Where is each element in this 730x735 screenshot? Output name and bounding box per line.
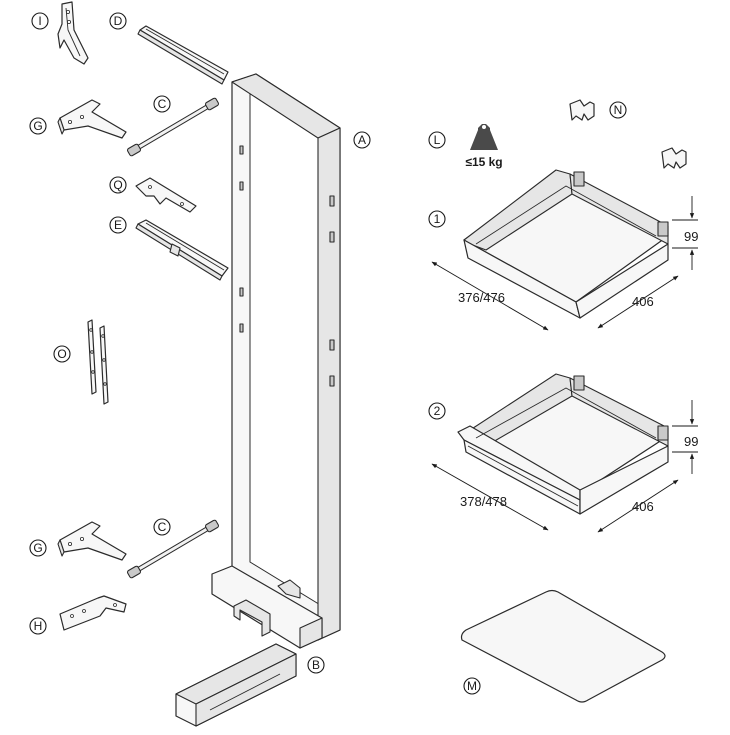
weight-icon xyxy=(470,124,498,150)
part-m-mat xyxy=(460,589,666,703)
label-a-text: A xyxy=(358,133,366,147)
label-g-upper: G xyxy=(29,117,47,135)
label-g-lower-text: G xyxy=(33,541,42,555)
label-h: H xyxy=(29,617,47,635)
part-o-strips xyxy=(87,319,109,405)
part-g-bracket-upper xyxy=(57,99,127,139)
tray-1-depth: 406 xyxy=(632,294,654,309)
weight-limit-text: ≤15 kg xyxy=(465,155,502,169)
label-c-lower: C xyxy=(153,518,171,536)
label-i: I xyxy=(31,12,49,30)
label-m-text: M xyxy=(467,679,477,693)
label-q: Q xyxy=(109,176,127,194)
label-c-upper: C xyxy=(153,95,171,113)
label-o-text: O xyxy=(57,347,66,361)
label-1: 1 xyxy=(428,210,446,228)
label-o: O xyxy=(53,345,71,363)
part-g-bracket-lower xyxy=(57,521,127,561)
part-c-strut-upper xyxy=(126,97,220,157)
tray-2-height: 99 xyxy=(684,434,698,449)
part-h-bracket xyxy=(59,595,127,631)
part-q-plate xyxy=(135,177,197,213)
label-g-upper-text: G xyxy=(33,119,42,133)
label-d-text: D xyxy=(114,14,123,28)
part-d-rail xyxy=(137,25,229,85)
part-i-hinge-bracket xyxy=(57,1,89,65)
label-c-lower-text: C xyxy=(158,520,167,534)
tray-1-height: 99 xyxy=(684,229,698,244)
label-2: 2 xyxy=(428,402,446,420)
tray-2-width: 378/478 xyxy=(460,494,507,509)
label-l-text: L xyxy=(434,133,441,147)
label-b: B xyxy=(307,656,325,674)
part-l-weight: ≤15 kg xyxy=(465,124,503,169)
label-d: D xyxy=(109,12,127,30)
label-1-text: 1 xyxy=(434,212,441,226)
tray-2-dimensions: 378/478 406 99 xyxy=(431,400,698,533)
label-e-text: E xyxy=(114,218,122,232)
tray-2 xyxy=(457,373,669,515)
label-a: A xyxy=(353,131,371,149)
label-n: N xyxy=(609,101,627,119)
part-b-damper xyxy=(175,643,297,727)
label-h-text: H xyxy=(34,619,43,633)
part-a-frame xyxy=(211,73,341,649)
label-2-text: 2 xyxy=(434,404,441,418)
label-e: E xyxy=(109,216,127,234)
part-c-strut-lower xyxy=(126,519,220,579)
label-g-lower: G xyxy=(29,539,47,557)
tray-1-dimensions: 376/476 406 99 xyxy=(431,196,698,331)
label-n-text: N xyxy=(614,103,623,117)
part-e-rail xyxy=(135,219,229,281)
label-i-text: I xyxy=(38,14,41,28)
tray-1-width: 376/476 xyxy=(458,290,505,305)
label-l: L xyxy=(428,131,446,149)
label-b-text: B xyxy=(312,658,320,672)
tray-2-depth: 406 xyxy=(632,499,654,514)
label-m: M xyxy=(463,677,481,695)
label-q-text: Q xyxy=(113,178,122,192)
part-n-clips xyxy=(569,99,687,169)
label-c-upper-text: C xyxy=(158,97,167,111)
